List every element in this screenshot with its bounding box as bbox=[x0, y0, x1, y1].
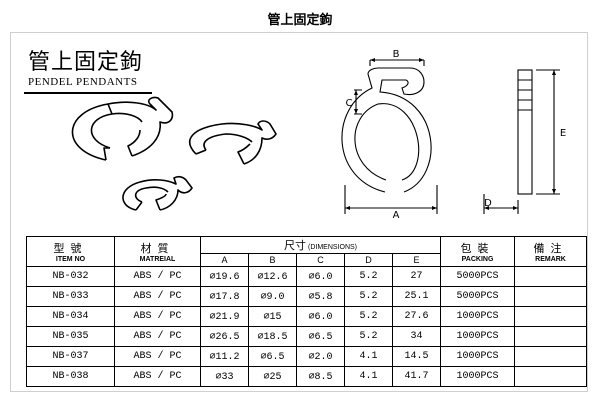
header-packing: 包裝 PACKING bbox=[440, 236, 516, 267]
cell-packing: 1000PCS bbox=[440, 346, 516, 367]
cell-d: 4.1 bbox=[344, 366, 393, 387]
cell-b: ⌀25 bbox=[248, 366, 297, 387]
cell-remark bbox=[514, 286, 588, 307]
cell-material: ABS / PC bbox=[114, 286, 201, 307]
dim-label-b: B bbox=[393, 49, 400, 60]
cell-remark bbox=[514, 326, 588, 347]
cell-item: NB-032 bbox=[26, 266, 115, 287]
cell-item: NB-034 bbox=[26, 306, 115, 327]
cell-a: ⌀17.8 bbox=[200, 286, 249, 307]
cell-packing: 1000PCS bbox=[440, 326, 516, 347]
cell-a: ⌀26.5 bbox=[200, 326, 249, 347]
cell-material: ABS / PC bbox=[114, 306, 201, 327]
table-row: NB-035 ABS / PC ⌀26.5 ⌀18.5 ⌀6.5 5.2 34 … bbox=[26, 326, 588, 347]
cell-e: 25.1 bbox=[391, 286, 442, 307]
header-dim-b: B bbox=[248, 253, 297, 267]
dim-label-c: C bbox=[346, 98, 353, 109]
table-row: NB-037 ABS / PC ⌀11.2 ⌀6.5 ⌀2.0 4.1 14.5… bbox=[26, 346, 588, 367]
heading-underline bbox=[24, 92, 152, 94]
cell-c: ⌀6.0 bbox=[296, 306, 345, 327]
cell-packing: 5000PCS bbox=[440, 286, 516, 307]
clip-sketch-medium bbox=[189, 120, 277, 165]
cell-b: ⌀15 bbox=[248, 306, 297, 327]
cell-item: NB-038 bbox=[26, 366, 115, 387]
table-row: NB-034 ABS / PC ⌀21.9 ⌀15 ⌀6.0 5.2 27.6 … bbox=[26, 306, 588, 327]
cell-e: 27 bbox=[391, 266, 442, 287]
cell-c: ⌀6.5 bbox=[296, 326, 345, 347]
page-title: 管上固定鉤 bbox=[267, 13, 333, 28]
cell-e: 27.6 bbox=[391, 306, 442, 327]
dim-label-e: E bbox=[560, 128, 566, 139]
cell-c: ⌀5.8 bbox=[296, 286, 345, 307]
cell-material: ABS / PC bbox=[114, 326, 201, 347]
header-row-main: 型號 ITEM NO 材質 MATREIAL 尺寸(DIMENSIONS) 包裝… bbox=[26, 236, 588, 267]
cell-a: ⌀19.6 bbox=[200, 266, 249, 287]
cell-c: ⌀2.0 bbox=[296, 346, 345, 367]
side-view bbox=[483, 69, 560, 214]
dim-label-a: A bbox=[393, 210, 400, 221]
cell-packing: 5000PCS bbox=[440, 266, 516, 287]
cell-e: 41.7 bbox=[391, 366, 442, 387]
header-dimensions: 尺寸(DIMENSIONS) bbox=[199, 236, 442, 254]
cell-remark bbox=[514, 306, 588, 327]
cell-d: 5.2 bbox=[344, 266, 393, 287]
cell-material: ABS / PC bbox=[114, 366, 201, 387]
dim-label-d: D bbox=[484, 198, 492, 209]
header-item: 型號 ITEM NO bbox=[26, 236, 115, 267]
front-view bbox=[341, 59, 438, 214]
header-remark: 備注 REMARK bbox=[514, 236, 588, 267]
clip-sketch-large bbox=[71, 96, 174, 161]
header-row-dims: A B C D E bbox=[27, 253, 587, 267]
header-dim-d: D bbox=[344, 253, 393, 267]
header-dim-c: C bbox=[296, 253, 345, 267]
table-row: NB-033 ABS / PC ⌀17.8 ⌀9.0 ⌀5.8 5.2 25.1… bbox=[26, 286, 588, 307]
header-dim-a: A bbox=[200, 253, 249, 267]
product-drawing: B C A E D bbox=[71, 49, 566, 221]
cell-b: ⌀18.5 bbox=[248, 326, 297, 347]
cell-item: NB-033 bbox=[26, 286, 115, 307]
cell-remark bbox=[514, 346, 588, 367]
cell-d: 5.2 bbox=[344, 306, 393, 327]
cell-d: 4.1 bbox=[344, 346, 393, 367]
cell-a: ⌀33 bbox=[200, 366, 249, 387]
heading-cn: 管上固定鉤 bbox=[28, 50, 144, 75]
cell-b: ⌀12.6 bbox=[248, 266, 297, 287]
cell-e: 14.5 bbox=[391, 346, 442, 367]
heading-en: PENDEL PENDANTS bbox=[28, 76, 138, 88]
cell-c: ⌀6.0 bbox=[296, 266, 345, 287]
cell-b: ⌀6.5 bbox=[248, 346, 297, 367]
cell-b: ⌀9.0 bbox=[248, 286, 297, 307]
cell-packing: 1000PCS bbox=[440, 306, 516, 327]
cell-a: ⌀11.2 bbox=[200, 346, 249, 367]
cell-a: ⌀21.9 bbox=[200, 306, 249, 327]
clip-sketch-small bbox=[122, 175, 193, 211]
cell-item: NB-035 bbox=[26, 326, 115, 347]
header-dim-e: E bbox=[391, 253, 442, 267]
spec-table: 型號 ITEM NO 材質 MATREIAL 尺寸(DIMENSIONS) 包裝… bbox=[26, 236, 588, 387]
cell-remark bbox=[514, 366, 588, 387]
cell-c: ⌀8.5 bbox=[296, 366, 345, 387]
cell-material: ABS / PC bbox=[114, 346, 201, 367]
cell-item: NB-037 bbox=[26, 346, 115, 367]
cell-d: 5.2 bbox=[344, 326, 393, 347]
cell-d: 5.2 bbox=[344, 286, 393, 307]
cell-material: ABS / PC bbox=[114, 266, 201, 287]
dimension-arrows bbox=[345, 58, 556, 210]
cell-e: 34 bbox=[391, 326, 442, 347]
cell-packing: 1000PCS bbox=[440, 366, 516, 387]
sheet-border bbox=[10, 32, 588, 392]
table-row: NB-032 ABS / PC ⌀19.6 ⌀12.6 ⌀6.0 5.2 27 … bbox=[26, 266, 588, 287]
table-row: NB-038 ABS / PC ⌀33 ⌀25 ⌀8.5 4.1 41.7 10… bbox=[26, 366, 588, 387]
cell-remark bbox=[514, 266, 588, 287]
header-material: 材質 MATREIAL bbox=[114, 236, 201, 267]
